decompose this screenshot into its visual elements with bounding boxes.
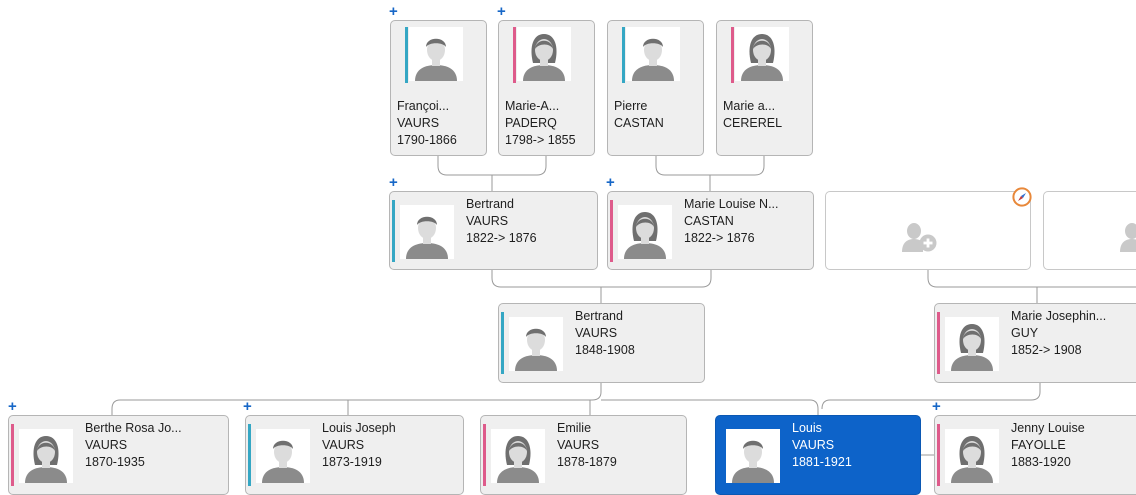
expand-plus-icon[interactable]: + (497, 3, 506, 20)
expand-plus-icon[interactable]: + (932, 398, 941, 415)
person-dates: 1848-1908 (575, 343, 635, 357)
person-surname: GUY (1011, 326, 1039, 340)
female-silhouette-icon (735, 27, 789, 81)
person-dates: 1878-1879 (557, 455, 617, 469)
person-card-marie-louise-castan[interactable]: Marie Louise N... CASTAN 1822-> 1876 (607, 191, 814, 270)
person-dates: 1822-> 1876 (684, 231, 755, 245)
person-surname: PADERQ (505, 116, 557, 130)
male-silhouette-icon (256, 429, 310, 483)
person-surname: VAURS (85, 438, 128, 452)
person-surname: CASTAN (614, 116, 664, 130)
person-given-name: Marie Josephin... (1011, 309, 1107, 323)
female-silhouette-icon (945, 429, 999, 483)
female-silhouette-icon (618, 205, 672, 259)
connector-line (437, 156, 547, 176)
person-surname: CASTAN (684, 214, 734, 228)
add-person-icon (902, 222, 938, 257)
person-given-name: Marie-A... (505, 99, 560, 113)
male-silhouette-icon (409, 27, 463, 81)
person-surname: FAYOLLE (1011, 438, 1066, 452)
person-given-name: Marie a... (723, 99, 776, 113)
female-silhouette-icon (19, 429, 73, 483)
male-silhouette-icon (626, 27, 680, 81)
person-surname: VAURS (322, 438, 365, 452)
person-given-name: Emilie (557, 421, 592, 435)
connector-line (111, 383, 602, 415)
female-silhouette-icon (491, 429, 545, 483)
expand-plus-icon[interactable]: + (8, 398, 17, 415)
male-silhouette-icon (400, 205, 454, 259)
person-given-name: Françoi... (397, 99, 450, 113)
male-gender-bar (405, 27, 408, 83)
connector-line (821, 383, 1041, 410)
person-dates: 1798-> 1855 (505, 133, 576, 147)
expand-plus-icon[interactable]: + (243, 398, 252, 415)
person-given-name: Louis Joseph (322, 421, 396, 435)
male-gender-bar (622, 27, 625, 83)
add-father-placeholder[interactable] (825, 191, 1031, 270)
person-given-name: Marie Louise N... (684, 197, 779, 211)
person-surname: CEREREL (723, 116, 783, 130)
person-dates: 1881-1921 (792, 455, 852, 469)
person-surname: VAURS (792, 438, 835, 452)
person-surname: VAURS (466, 214, 509, 228)
connector-line (491, 270, 712, 288)
add-person-icon (1120, 222, 1136, 257)
person-given-name: Bertrand (575, 309, 623, 323)
person-given-name: Jenny Louise (1011, 421, 1085, 435)
person-given-name: Berthe Rosa Jo... (85, 421, 182, 435)
male-gender-bar (501, 312, 504, 374)
female-gender-bar (11, 424, 14, 486)
person-dates: 1883-1920 (1011, 455, 1071, 469)
female-gender-bar (483, 424, 486, 486)
female-gender-bar (937, 424, 940, 486)
person-card-grandma-cererel[interactable]: Marie a... CEREREL (716, 20, 813, 156)
connector-line (927, 270, 1136, 288)
person-dates: 1873-1919 (322, 455, 382, 469)
male-gender-bar (248, 424, 251, 486)
female-silhouette-icon (517, 27, 571, 81)
person-surname: VAURS (575, 326, 618, 340)
person-dates: 1822-> 1876 (466, 231, 537, 245)
expand-plus-icon[interactable]: + (389, 3, 398, 20)
person-surname: VAURS (557, 438, 600, 452)
female-gender-bar (937, 312, 940, 374)
connector-line (655, 156, 765, 176)
male-silhouette-icon (726, 429, 780, 483)
person-given-name: Pierre (614, 99, 648, 113)
person-card-berthe-rosa[interactable]: Berthe Rosa Jo... VAURS 1870-1935 (8, 415, 229, 495)
person-surname: VAURS (397, 116, 440, 130)
person-given-name: Louis (792, 421, 822, 435)
expand-plus-icon[interactable]: + (606, 174, 615, 191)
person-card-marie-josephine-guy[interactable]: Marie Josephin... GUY 1852-> 1908 (934, 303, 1136, 383)
person-card-grandma-paderq[interactable]: Marie-A... PADERQ 1798-> 1855 (498, 20, 595, 156)
female-gender-bar (513, 27, 516, 83)
female-gender-bar (610, 200, 613, 262)
compass-icon[interactable] (1012, 187, 1032, 207)
female-gender-bar (731, 27, 734, 83)
male-silhouette-icon (509, 317, 563, 371)
person-dates: 1870-1935 (85, 455, 145, 469)
person-card-grandpa-vaurs[interactable]: Françoi... VAURS 1790-1866 (390, 20, 487, 156)
connector-line (601, 399, 819, 415)
female-silhouette-icon (945, 317, 999, 371)
male-gender-bar (392, 200, 395, 262)
person-dates: 1852-> 1908 (1011, 343, 1082, 357)
person-given-name: Bertrand (466, 197, 514, 211)
add-mother-placeholder[interactable] (1043, 191, 1136, 270)
expand-plus-icon[interactable]: + (389, 174, 398, 191)
person-dates: 1790-1866 (397, 133, 457, 147)
